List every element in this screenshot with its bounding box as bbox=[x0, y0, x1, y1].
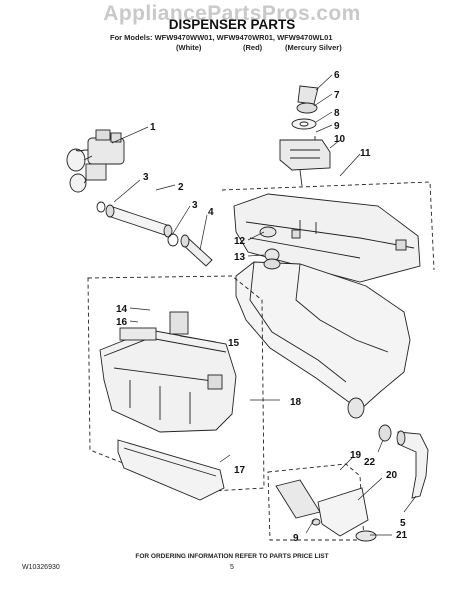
housing-lower-drawing bbox=[235, 258, 411, 419]
callout-16: 16 bbox=[116, 317, 128, 328]
housing-cover-drawing bbox=[233, 193, 421, 283]
callout-15: 15 bbox=[228, 338, 240, 349]
callout-22: 22 bbox=[364, 457, 376, 468]
top-lever-drawing bbox=[291, 85, 319, 146]
hose-drawing bbox=[105, 204, 173, 238]
color-white: (White) bbox=[176, 43, 202, 52]
callout-9: 9 bbox=[334, 121, 340, 132]
callout-11: 11 bbox=[360, 148, 371, 159]
callout-17: 17 bbox=[234, 465, 246, 476]
watermark-text: AppliancePartsPros.com bbox=[103, 2, 361, 25]
callout-13: 13 bbox=[234, 252, 246, 263]
callout-21: 21 bbox=[396, 530, 408, 541]
page-title: DISPENSER PARTS bbox=[168, 17, 296, 32]
actuator-drawing bbox=[279, 139, 331, 187]
callout-14: 14 bbox=[116, 304, 128, 315]
document-number: W10326930 bbox=[22, 564, 60, 571]
callout-8: 8 bbox=[334, 108, 340, 119]
color-red: (Red) bbox=[243, 43, 263, 52]
callout-12: 12 bbox=[234, 236, 246, 247]
page-number: 5 bbox=[230, 564, 234, 571]
dispenser-drawer-drawing bbox=[99, 311, 237, 433]
callout-3a: 3 bbox=[143, 172, 149, 183]
models-line: For Models: WFW9470WW01, WFW9470WR01, WF… bbox=[110, 33, 333, 42]
callout-5: 5 bbox=[400, 518, 406, 529]
callout-3b: 3 bbox=[192, 200, 198, 211]
callout-numbers: 1 2 3 3 4 5 6 7 8 9 10 11 12 13 14 15 16… bbox=[116, 70, 408, 544]
drain-hose-drawing bbox=[396, 430, 429, 499]
callout-19: 19 bbox=[350, 450, 362, 461]
callout-20: 20 bbox=[386, 470, 398, 481]
callout-2: 2 bbox=[178, 182, 184, 193]
lower-parts-drawing bbox=[275, 479, 377, 542]
elbow-drawing bbox=[180, 234, 213, 267]
water-valve-drawing bbox=[66, 129, 125, 193]
callout-6: 6 bbox=[334, 70, 340, 81]
callout-18: 18 bbox=[290, 397, 302, 408]
ordering-note: FOR ORDERING INFORMATION REFER TO PARTS … bbox=[135, 553, 329, 560]
part-22-drawing bbox=[378, 424, 392, 442]
callout-leader-lines bbox=[111, 74, 417, 536]
clamp-right-drawing bbox=[167, 233, 179, 247]
clamp-left-drawing bbox=[96, 201, 106, 213]
callout-4: 4 bbox=[208, 207, 214, 218]
callout-1: 1 bbox=[150, 122, 156, 133]
callout-9b: 9 bbox=[293, 533, 299, 544]
callout-10: 10 bbox=[334, 134, 346, 145]
part-12-drawing bbox=[259, 226, 277, 238]
color-mercury-silver: (Mercury Silver) bbox=[285, 43, 342, 52]
drawer-front-drawing bbox=[117, 439, 225, 501]
callout-7: 7 bbox=[334, 90, 340, 101]
